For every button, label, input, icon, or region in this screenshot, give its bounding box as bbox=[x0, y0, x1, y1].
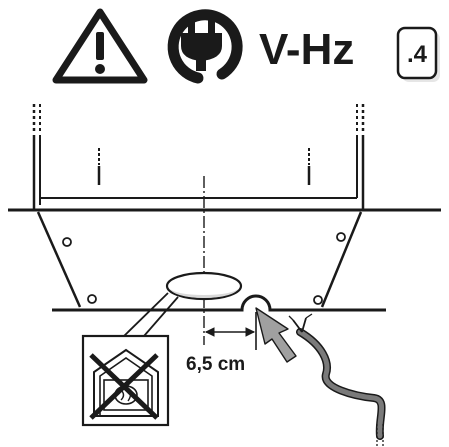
power-cable bbox=[288, 313, 386, 446]
distance-dimension bbox=[204, 312, 257, 350]
power-spec-label: V-Hz bbox=[259, 25, 354, 74]
bottom-panel-with-notch bbox=[52, 294, 386, 312]
oval-cutout bbox=[165, 271, 243, 301]
insertion-arrow-icon bbox=[255, 307, 297, 363]
cabinet-frame bbox=[32, 104, 365, 210]
distance-label: 6,5 cm bbox=[186, 354, 245, 375]
no-cooking-zone-icon bbox=[81, 334, 170, 427]
callout-leader bbox=[123, 292, 179, 337]
power-plug-icon bbox=[167, 9, 243, 84]
step-badge: .4 bbox=[396, 26, 440, 82]
step-number: .4 bbox=[407, 41, 428, 68]
appliance-housing bbox=[36, 211, 363, 308]
warning-triangle-icon bbox=[52, 8, 148, 84]
